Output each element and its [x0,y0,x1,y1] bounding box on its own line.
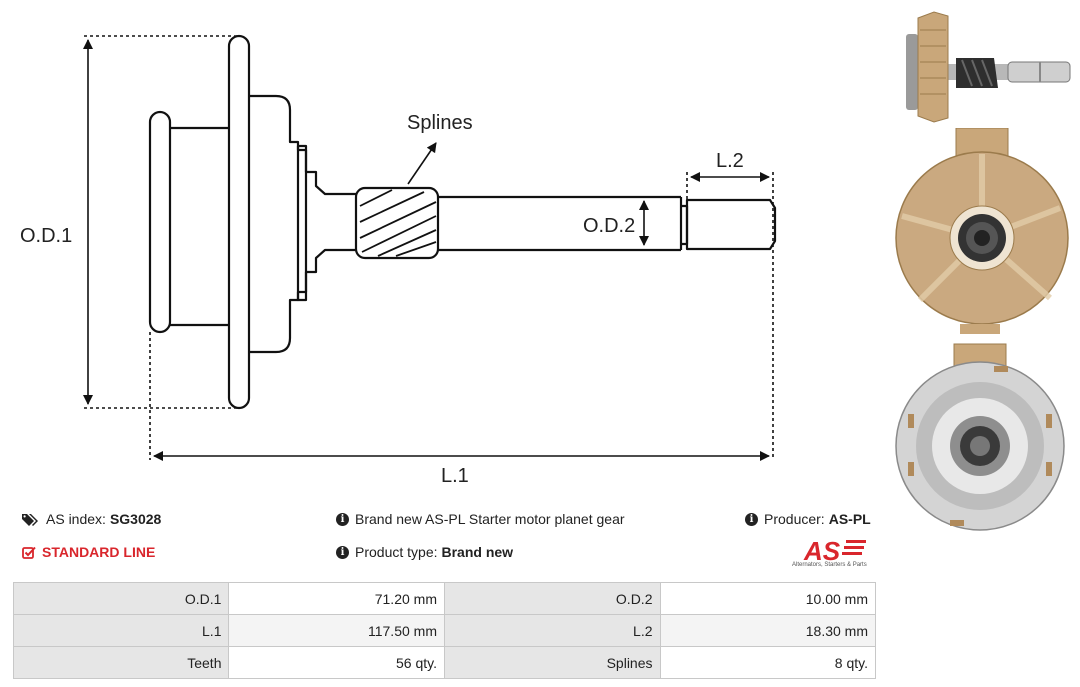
description-text: Brand new AS-PL Starter motor planet gea… [355,511,625,527]
spec-value: 117.50 mm [228,614,445,647]
od1-label: O.D.1 [20,225,72,247]
spec-key: O.D.2 [443,582,661,615]
producer: i Producer: AS-PL [745,511,871,527]
spec-key: Splines [443,646,661,679]
description: i Brand new AS-PL Starter motor planet g… [336,511,625,527]
spec-key: L.1 [12,614,230,647]
product-type: i Product type: Brand new [336,544,513,560]
spec-value: 18.30 mm [659,614,876,647]
as-index-label: AS index: [46,511,106,527]
info-icon: i [336,545,349,559]
spec-value: 8 qty. [659,646,876,679]
standard-line: STANDARD LINE [22,544,155,560]
spec-value: 56 qty. [228,646,445,679]
logo-tagline: Alternators, Starters & Parts [792,562,867,568]
product-type-label: Product type: [355,544,438,560]
as-index-value: SG3028 [109,511,162,527]
planet-gear-outline [148,34,777,410]
od2-label: O.D.2 [583,215,635,237]
as-index: AS index: SG3028 [22,511,161,527]
producer-value: AS-PL [828,511,871,527]
spec-key: L.2 [443,614,661,647]
splines-pointer-arrow [407,142,437,185]
info-icon: i [745,512,758,526]
spline-teeth [359,189,437,257]
technical-drawing: O.D.1 O.D.2 L.1 L.2 Splines [20,34,777,487]
as-pl-logo: AS [803,536,866,566]
spec-value: 71.20 mm [228,582,445,615]
l2-label: L.2 [716,150,744,172]
product-type-value: Brand new [441,544,514,560]
spec-table: O.D.1 71.20 mm O.D.2 10.00 mm L.1 117.50… [12,582,876,679]
svg-text:AS: AS [803,536,841,566]
standard-line-label: STANDARD LINE [42,544,156,560]
info-icon: i [336,512,349,526]
table-row: O.D.1 71.20 mm O.D.2 10.00 mm [12,582,876,615]
spec-value: 10.00 mm [659,582,876,615]
table-row: L.1 117.50 mm L.2 18.30 mm [12,614,876,647]
l1-label: L.1 [441,465,469,487]
product-photo-back [895,343,1065,531]
table-row: Teeth 56 qty. Splines 8 qty. [12,646,876,679]
product-photo-side [906,11,1071,123]
spec-key: Teeth [12,646,230,679]
producer-label: Producer: [764,511,825,527]
check-square-icon [22,546,36,559]
tags-icon [22,513,38,526]
splines-label: Splines [407,112,473,134]
spec-key: O.D.1 [12,582,230,615]
product-photo-front [895,128,1069,334]
